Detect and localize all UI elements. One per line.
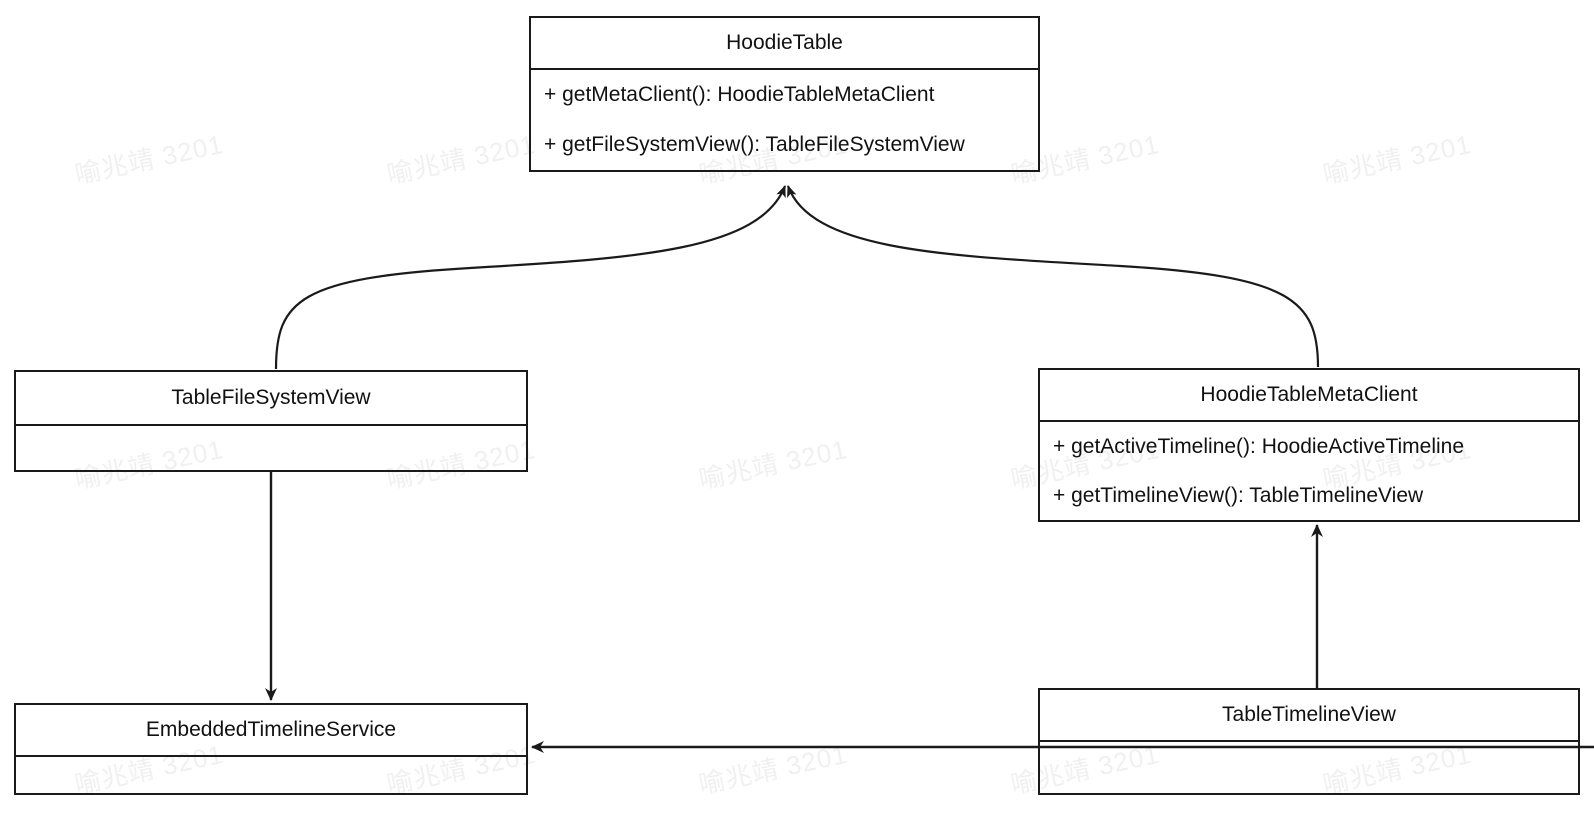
uml-class-name-hoodie-table-meta-client: HoodieTableMetaClient	[1040, 370, 1578, 422]
uml-class-name-embedded-timeline-service: EmbeddedTimelineService	[16, 705, 526, 757]
uml-class-name-hoodie-table: HoodieTable	[531, 18, 1038, 70]
uml-class-table-timeline-view[interactable]: TableTimelineView	[1038, 688, 1580, 795]
uml-members-embedded-timeline-service	[16, 757, 526, 793]
uml-class-embedded-timeline-service[interactable]: EmbeddedTimelineService	[14, 703, 528, 795]
uml-members-hoodie-table-meta-client: + getActiveTimeline(): HoodieActiveTimel…	[1040, 422, 1578, 520]
uml-member: + getTimelineView(): TableTimelineView	[1053, 483, 1424, 507]
uml-members-table-file-system-view	[16, 426, 526, 470]
uml-class-table-file-system-view[interactable]: TableFileSystemView	[14, 370, 528, 472]
uml-members-hoodie-table: + getMetaClient(): HoodieTableMetaClient…	[531, 70, 1038, 170]
uml-class-hoodie-table-meta-client[interactable]: HoodieTableMetaClient + getActiveTimeline…	[1038, 368, 1580, 522]
uml-class-name-table-file-system-view: TableFileSystemView	[16, 372, 526, 426]
uml-members-table-timeline-view	[1040, 742, 1578, 793]
uml-class-hoodie-table[interactable]: HoodieTable+ getMetaClient(): HoodieTabl…	[529, 16, 1040, 172]
uml-member: + getMetaClient(): HoodieTableMetaClient	[544, 83, 935, 106]
uml-class-name-table-timeline-view: TableTimelineView	[1040, 690, 1578, 742]
uml-member: + getActiveTimeline(): HoodieActiveTimel…	[1053, 434, 1465, 458]
connector-metaclient-to-hoodietable	[786, 185, 1320, 368]
uml-member: + getFileSystemView(): TableFileSystemVi…	[544, 133, 965, 156]
connector-fsview-to-hoodietable	[274, 185, 787, 370]
